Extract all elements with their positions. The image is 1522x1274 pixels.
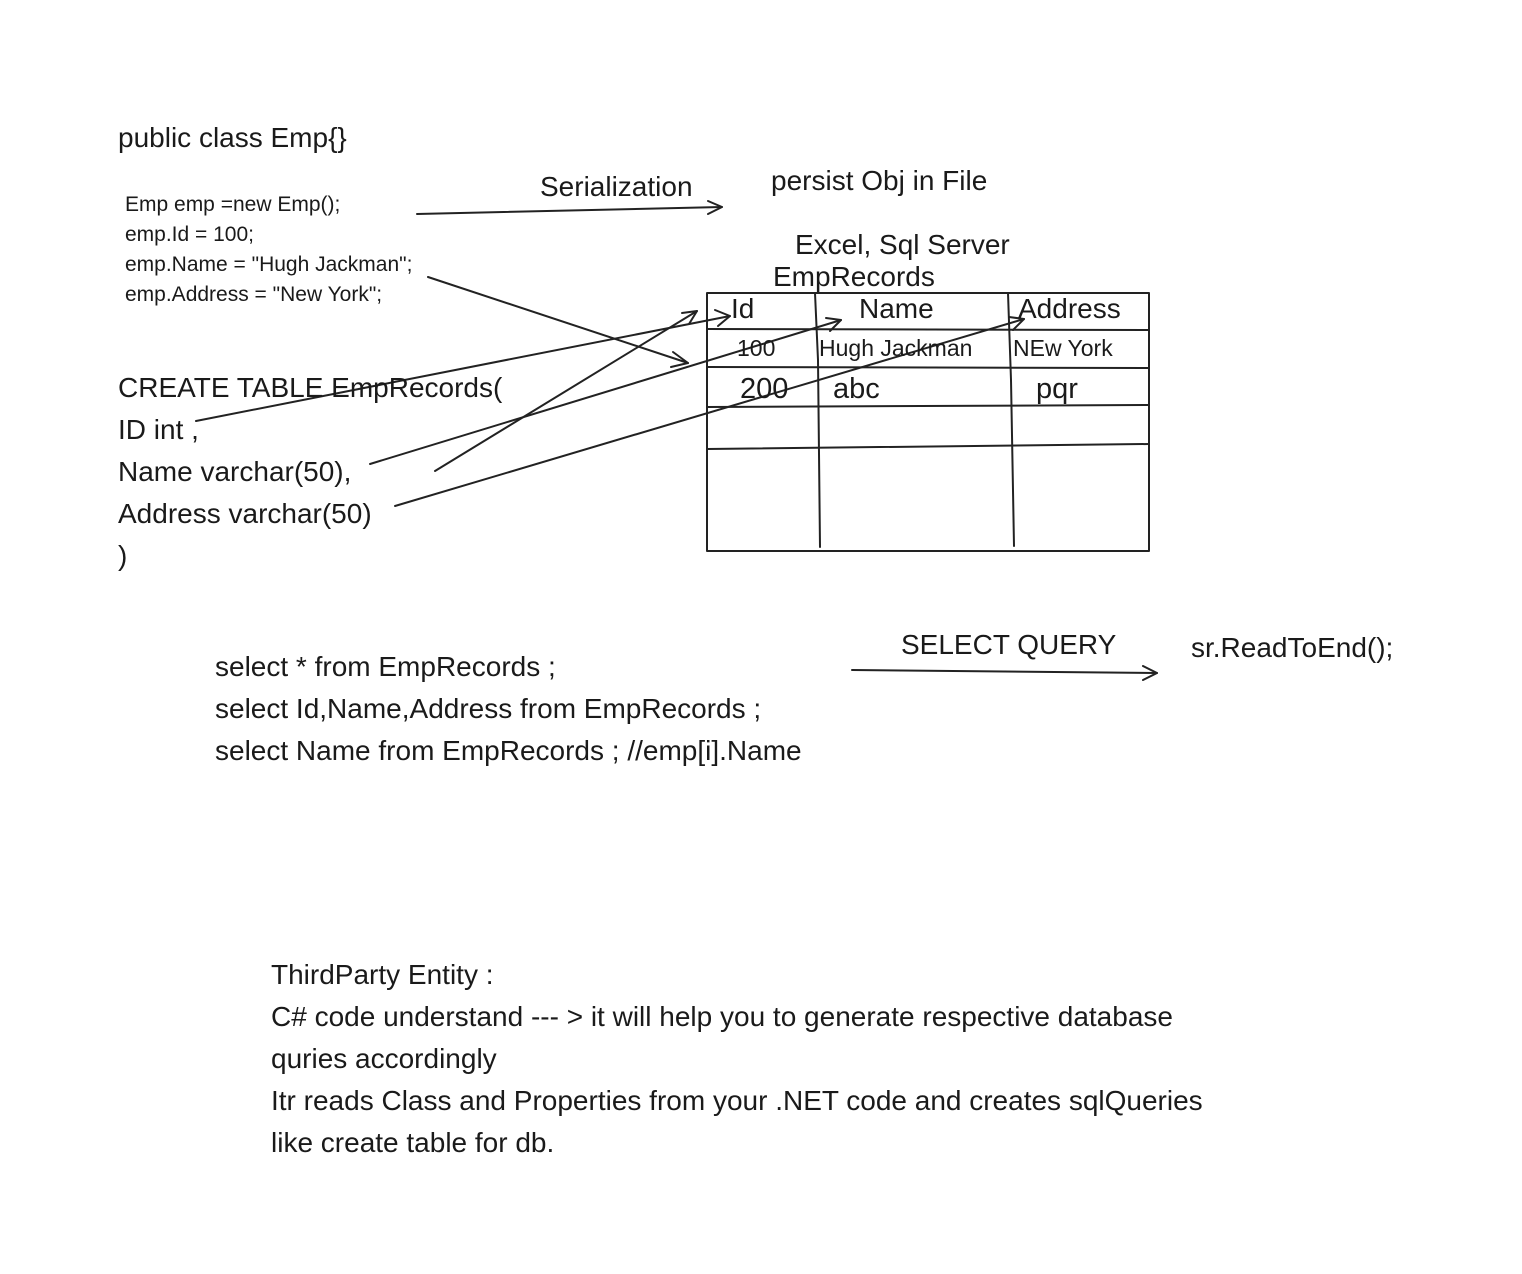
id-to-column-arrowhead — [714, 309, 731, 327]
third-party-notes: ThirdParty Entity : C# code understand -… — [271, 954, 1203, 1164]
table-cell: abc — [833, 373, 880, 405]
serialization-arrow — [416, 206, 723, 215]
table-cell: Hugh Jackman — [819, 335, 973, 361]
select-line: select Name from EmpRecords ; //emp[i].N… — [215, 735, 802, 766]
storage-label: Excel, Sql Server — [795, 229, 1010, 260]
table-row-line — [706, 443, 1150, 450]
table-header-address: Address — [1018, 293, 1121, 324]
table-border — [706, 292, 1150, 552]
persist-label: persist Obj in File — [771, 165, 988, 196]
note-line: Itr reads Class and Properties from your… — [271, 1085, 1203, 1116]
create-table-block: CREATE TABLE EmpRecords( ID int , Name v… — [118, 367, 502, 577]
class-declaration: public class Emp{} — [118, 122, 347, 153]
table-row-line — [706, 404, 1150, 408]
table-row-line — [706, 366, 1150, 369]
serialization-arrowhead — [707, 200, 723, 215]
select-query-arrowhead — [1142, 665, 1158, 681]
name-to-id-arrowhead — [681, 310, 698, 325]
code-line: emp.Name = "Hugh Jackman"; — [125, 253, 413, 276]
sql-line: Name varchar(50), — [118, 456, 352, 487]
table-name: EmpRecords — [773, 261, 935, 292]
table-cell: 100 — [737, 335, 776, 361]
table-header-name: Name — [859, 293, 934, 324]
table-row-line — [706, 328, 1150, 331]
object-to-row-arrow — [427, 276, 689, 364]
code-line: Emp emp =new Emp(); — [125, 193, 341, 216]
select-query-label: SELECT QUERY — [901, 629, 1117, 660]
read-to-end-label: sr.ReadToEnd(); — [1191, 632, 1394, 663]
table-cell: pqr — [1036, 373, 1078, 405]
sql-line: CREATE TABLE EmpRecords( — [118, 372, 503, 403]
sql-line: ID int , — [118, 414, 199, 445]
select-statements: select * from EmpRecords ; select Id,Nam… — [215, 646, 802, 772]
serialization-label: Serialization — [540, 171, 693, 202]
select-line: select Id,Name,Address from EmpRecords ; — [215, 693, 762, 724]
note-line: quries accordingly — [271, 1043, 497, 1074]
code-line: emp.Id = 100; — [125, 223, 255, 246]
sql-line: ) — [118, 540, 128, 571]
note-line: C# code understand --- > it will help yo… — [271, 1001, 1173, 1032]
code-line: emp.Address = "New York"; — [125, 283, 383, 306]
select-line: select * from EmpRecords ; — [215, 651, 556, 682]
note-line: ThirdParty Entity : — [271, 959, 494, 990]
name-to-column-arrowhead — [825, 317, 842, 332]
table-col-line — [814, 292, 821, 548]
sql-line: Address varchar(50) — [118, 498, 372, 529]
table-cell: 200 — [740, 373, 789, 405]
select-query-arrow — [851, 669, 1158, 674]
object-to-row-arrowhead — [670, 351, 689, 368]
table-cell: NEw York — [1013, 335, 1113, 361]
object-code-block: Emp emp =new Emp(); emp.Id = 100; emp.Na… — [125, 190, 412, 310]
note-line: like create table for db. — [271, 1127, 555, 1158]
table-header-id: Id — [731, 293, 755, 324]
table-col-line — [1007, 292, 1015, 547]
